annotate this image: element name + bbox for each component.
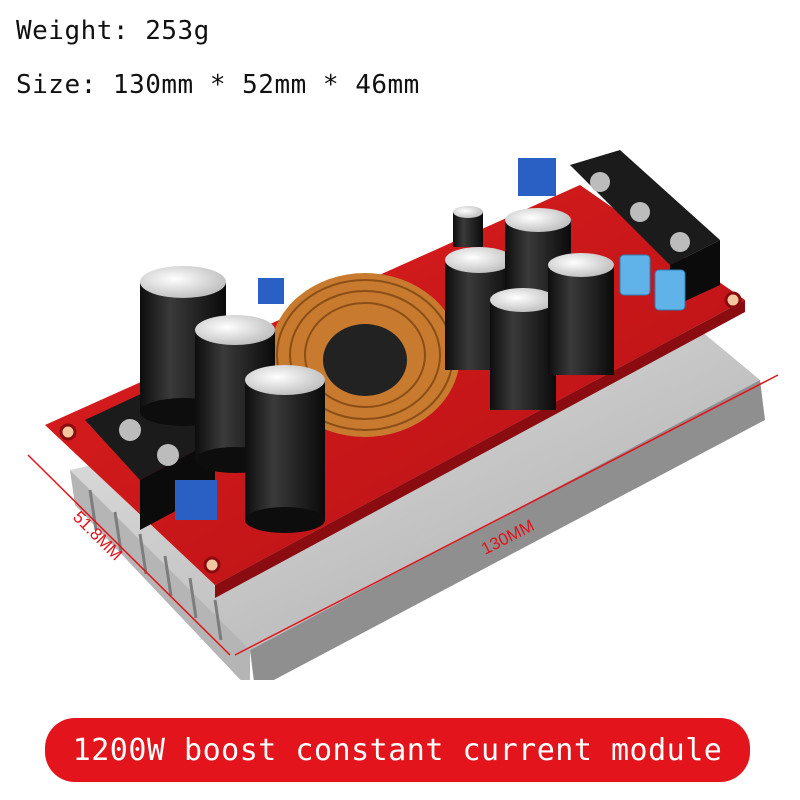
capacitor [453,206,483,247]
product-photo: 130MM 51.8MM [27,150,779,680]
length-dimension-line [234,374,779,656]
product-banner: 1200W boost constant current module [45,718,750,782]
potentiometers [175,158,556,520]
capacitor [548,253,614,375]
capacitors [140,206,614,533]
banner-text: 1200W boost constant current module [72,732,723,768]
size-spec: Size: 130mm * 52mm * 46mm [16,70,420,100]
width-dimension-line [27,454,231,656]
weight-spec: Weight: 253g [16,16,210,46]
fuses [619,254,686,311]
capacitor [490,288,556,410]
capacitor [245,365,325,533]
